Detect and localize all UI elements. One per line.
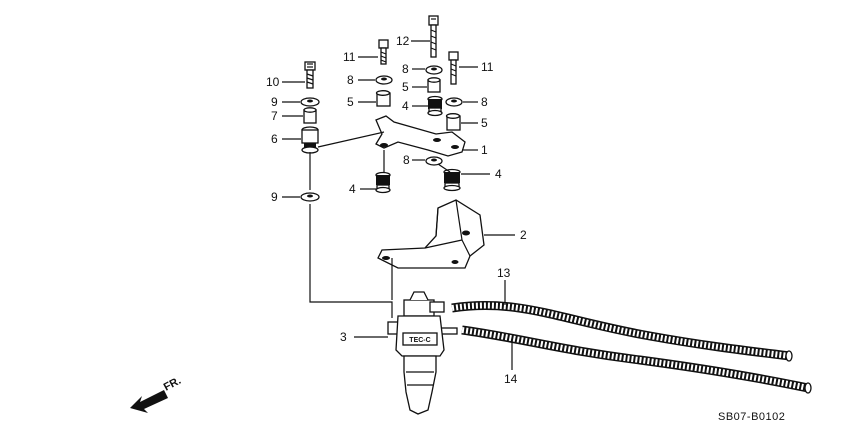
- callout-8-center: 8: [402, 62, 409, 76]
- figure-code: SB07-B0102: [718, 411, 785, 423]
- callout-2: 2: [520, 228, 527, 242]
- front-direction-arrow-icon: [130, 390, 168, 413]
- bracket-2: [377, 199, 485, 269]
- callout-5-left: 5: [347, 95, 354, 109]
- collar-5-center: [427, 77, 441, 93]
- washer-8-lower: [425, 156, 443, 166]
- washer-9-lower: [300, 192, 320, 202]
- hose-14: [461, 325, 812, 394]
- hose-13: [451, 301, 793, 362]
- washer-9-upper: [300, 97, 320, 107]
- valve-label: TEC-C: [409, 337, 430, 344]
- callout-6: 6: [271, 132, 278, 146]
- washer-8-center: [425, 65, 443, 75]
- callout-14: 14: [504, 372, 518, 386]
- callout-3: 3: [340, 330, 347, 344]
- grommet-4-right: [443, 168, 461, 192]
- callout-13: 13: [497, 266, 511, 280]
- washer-8-left: [375, 75, 393, 85]
- callout-8-lower: 8: [403, 153, 410, 167]
- collar-5-left: [375, 90, 391, 107]
- callout-11-left: 11: [343, 50, 356, 64]
- callout-12: 12: [396, 34, 410, 48]
- bolt-10: [304, 61, 316, 89]
- callout-5-center: 5: [402, 80, 409, 94]
- grommet-4-left: [375, 171, 391, 194]
- callout-11-right: 11: [481, 60, 494, 74]
- callout-9-lower: 9: [271, 190, 278, 204]
- collar-7: [303, 107, 317, 124]
- plate-1: [375, 115, 466, 157]
- control-valve-3: [387, 291, 458, 415]
- callout-4-left: 4: [349, 182, 356, 196]
- bolt-12: [428, 15, 439, 58]
- leader-lines: [282, 40, 515, 370]
- callout-5-right: 5: [481, 116, 488, 130]
- callout-4-right: 4: [495, 167, 502, 181]
- washer-8-right: [445, 97, 463, 107]
- collar-5-right: [445, 113, 461, 131]
- callout-9-upper: 9: [271, 95, 278, 109]
- grommet-6: [301, 126, 319, 154]
- assembly-guide-lines: [309, 131, 451, 318]
- callout-8-left: 8: [347, 73, 354, 87]
- callout-4-upper: 4: [402, 99, 409, 113]
- grommet-4-upper: [427, 95, 443, 117]
- callout-8-right: 8: [481, 95, 488, 109]
- callout-10: 10: [266, 75, 280, 89]
- bolt-11-right: [448, 51, 459, 85]
- callout-1: 1: [481, 143, 488, 157]
- bolt-11-left: [378, 39, 389, 65]
- direction-label: FR.: [162, 375, 183, 394]
- callout-7: 7: [271, 109, 278, 123]
